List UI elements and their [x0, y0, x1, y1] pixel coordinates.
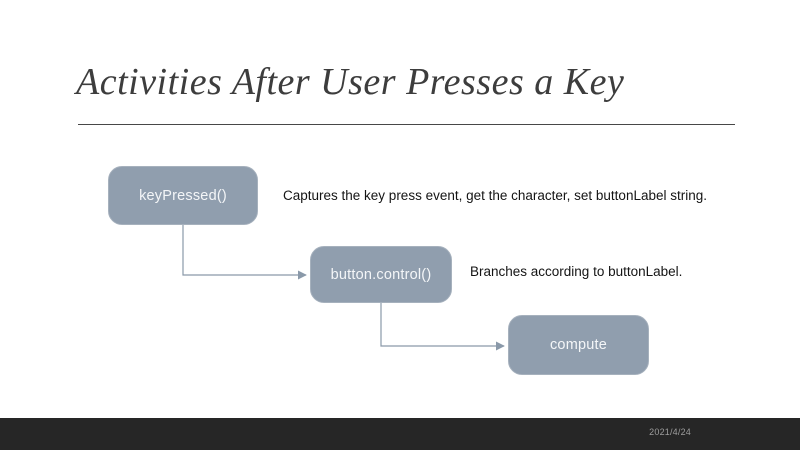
flow-node-keypressed-label: keyPressed() — [139, 187, 227, 204]
slide-title: Activities After User Presses a Key — [76, 61, 625, 103]
flow-node-compute: compute — [508, 315, 649, 375]
title-underline — [78, 124, 735, 125]
footer-date: 2021/4/24 — [649, 427, 691, 437]
connector-buttoncontrol-to-compute — [380, 303, 505, 351]
flow-node-buttoncontrol: button.control() — [310, 246, 452, 303]
connector-keypressed-to-buttoncontrol — [182, 225, 307, 280]
footer-bar: 2021/4/24 — [0, 418, 800, 450]
annotation-buttoncontrol: Branches according to buttonLabel. — [470, 264, 683, 279]
flow-node-keypressed: keyPressed() — [108, 166, 258, 225]
flow-node-compute-label: compute — [549, 337, 607, 353]
annotation-keypressed: Captures the key press event, get the ch… — [283, 188, 707, 203]
flow-node-buttoncontrol-label: button.control() — [330, 266, 432, 283]
